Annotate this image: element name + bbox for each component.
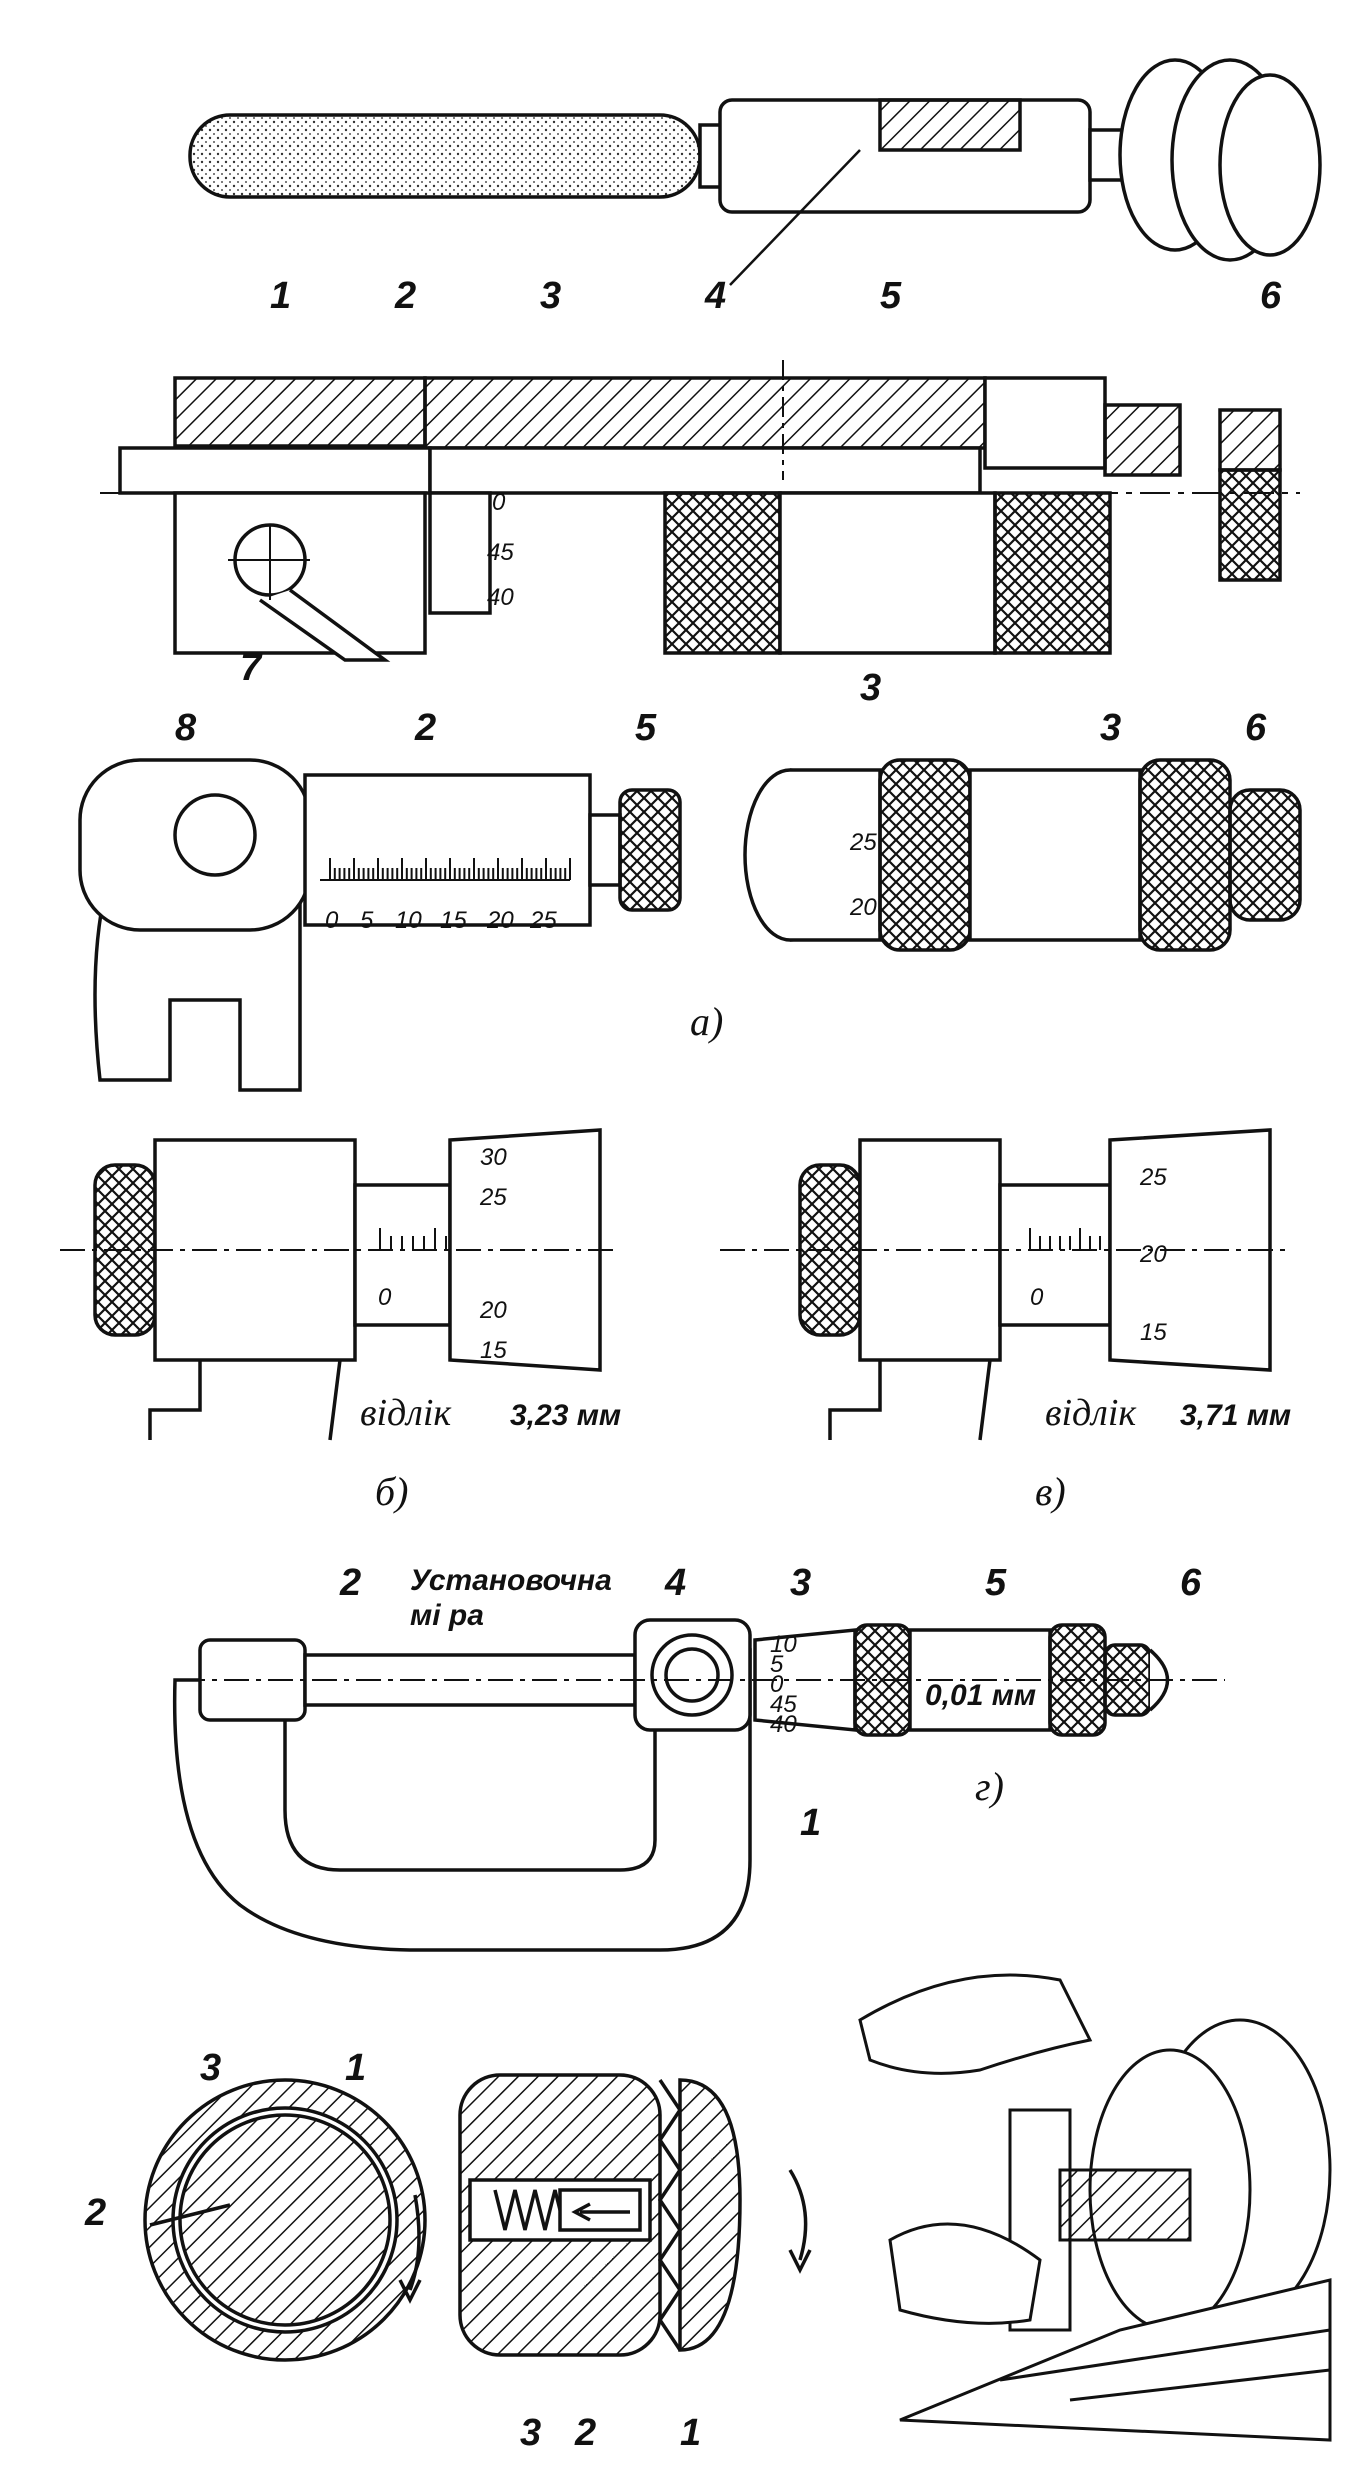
- lower-hand: [888, 2222, 1042, 2325]
- sublabel-a: а): [690, 999, 723, 1044]
- label-part-3-g: 3: [790, 1562, 811, 1604]
- part-6-ratchet-section: [1218, 408, 1282, 472]
- b-caption: відлік: [360, 1392, 452, 1434]
- thimble-mark-0: 0: [492, 489, 506, 516]
- reading-example-b: [93, 1128, 602, 1441]
- label-part-3-lower: 3: [860, 667, 881, 709]
- b-value: 3,23 мм: [510, 1399, 621, 1432]
- sublabel-g: г): [975, 1764, 1004, 1809]
- upper-hand: [858, 1973, 1093, 2075]
- thimble-mark-45: 45: [487, 539, 514, 566]
- section-label-3: 3: [520, 2412, 541, 2454]
- v-thimble-15: 15: [1140, 1319, 1167, 1346]
- v-thimble-20: 20: [1139, 1241, 1167, 1268]
- part-3-thimble-body: [968, 768, 1142, 942]
- sleeve-num-5: 5: [360, 907, 374, 934]
- spindle-rod: [188, 113, 702, 199]
- sleeve-ticks-b: [379, 1228, 447, 1250]
- label-part-7: 7: [240, 647, 263, 689]
- division-note: 0,01 мм: [925, 1679, 1036, 1712]
- circle-label-1: 1: [345, 2047, 366, 2089]
- thimble-detail-view: [743, 758, 1302, 952]
- label-part-4-g: 4: [664, 1562, 686, 1604]
- gauge-label-1: Установочна: [410, 1564, 612, 1597]
- sleeve-num-15: 15: [440, 907, 467, 934]
- label-part-3: 3: [540, 275, 561, 317]
- thimble-mark-40: 40: [487, 584, 514, 611]
- sleeve-num-25: 25: [529, 907, 557, 934]
- part-3-sleeve-section: [423, 376, 987, 450]
- screw-thread-section: [878, 98, 1022, 152]
- label-part-6-g: 6: [1180, 1562, 1202, 1604]
- usage-sketch: [858, 1973, 1332, 2442]
- screw-assembly: [188, 58, 1322, 262]
- label-part-5-mid: 5: [635, 707, 657, 749]
- part-6-ratchet-mid: [1228, 788, 1302, 922]
- label-part-3-mid: 3: [1100, 707, 1121, 749]
- sublabel-b: б): [375, 1469, 408, 1514]
- label-part-6-mid: 6: [1245, 707, 1267, 749]
- ratchet-circle-section: [143, 2078, 427, 2362]
- thimble-num-25: 25: [849, 829, 877, 856]
- label-part-1: 1: [270, 275, 291, 317]
- sleeve-ticks-group: [329, 858, 571, 880]
- section-label-2: 2: [574, 2412, 596, 2454]
- sleeve-num-10: 10: [395, 907, 422, 934]
- g-thimble-40: 40: [770, 1711, 797, 1738]
- ratchet-spring-section: [458, 2073, 812, 2357]
- b-thimble-30: 30: [480, 1144, 507, 1171]
- label-part-4: 4: [704, 275, 726, 317]
- sleeve-num-0: 0: [325, 907, 339, 934]
- label-part-2-mid: 2: [414, 707, 436, 749]
- micrometer-frame-view: [78, 758, 682, 1092]
- g-thimble-10: 10: [770, 1631, 797, 1658]
- leader-4-top: [729, 149, 861, 286]
- label-part-8: 8: [175, 707, 197, 749]
- part-8-lock-knob: [173, 793, 257, 877]
- thimble-scale-band: [428, 491, 492, 615]
- label-part-5: 5: [880, 275, 902, 317]
- sublabel-v: в): [1035, 1469, 1066, 1514]
- v-thimble-25: 25: [1139, 1164, 1167, 1191]
- b-thimble-25: 25: [479, 1184, 507, 1211]
- part-1-frame-section: [173, 376, 427, 448]
- label-part-1-g: 1: [800, 1802, 821, 1844]
- g-thimble-0: 0: [770, 1671, 784, 1698]
- part-5-ratchet-knob: [618, 788, 682, 912]
- v-sleeve-zero: 0: [1030, 1284, 1044, 1311]
- longitudinal-section: [118, 376, 1282, 662]
- part-1-frame: [172, 1648, 752, 1952]
- b-sleeve-zero: 0: [378, 1284, 392, 1311]
- b-thimble-15: 15: [480, 1337, 507, 1364]
- label-part-2: 2: [394, 275, 416, 317]
- knurl-left: [663, 491, 782, 655]
- v-caption: відлік: [1045, 1392, 1137, 1434]
- section-label-1: 1: [680, 2412, 701, 2454]
- thimble-v: [1108, 1128, 1272, 1372]
- part-2-sleeve: [303, 773, 592, 927]
- circle-label-2: 2: [84, 2192, 106, 2234]
- g-thimble-45: 45: [770, 1691, 797, 1718]
- label-part-2-g: 2: [339, 1562, 361, 1604]
- thimble-num-20: 20: [849, 894, 877, 921]
- part-3-thimble: [778, 491, 997, 655]
- circle-label-3: 3: [200, 2047, 221, 2089]
- spindle-section: [118, 446, 432, 495]
- sleeve-num-20: 20: [486, 907, 514, 934]
- b-thimble-20: 20: [479, 1297, 507, 1324]
- micrometer-full: [172, 1618, 1170, 1952]
- sleeve-ticks-v: [1029, 1228, 1101, 1250]
- label-part-5-g: 5: [985, 1562, 1007, 1604]
- v-value: 3,71 мм: [1180, 1399, 1291, 1432]
- label-part-6: 6: [1260, 275, 1282, 317]
- g-thimble-5: 5: [770, 1651, 784, 1678]
- gauge-label-2: мі ра: [410, 1599, 484, 1632]
- knurl-right: [993, 491, 1112, 655]
